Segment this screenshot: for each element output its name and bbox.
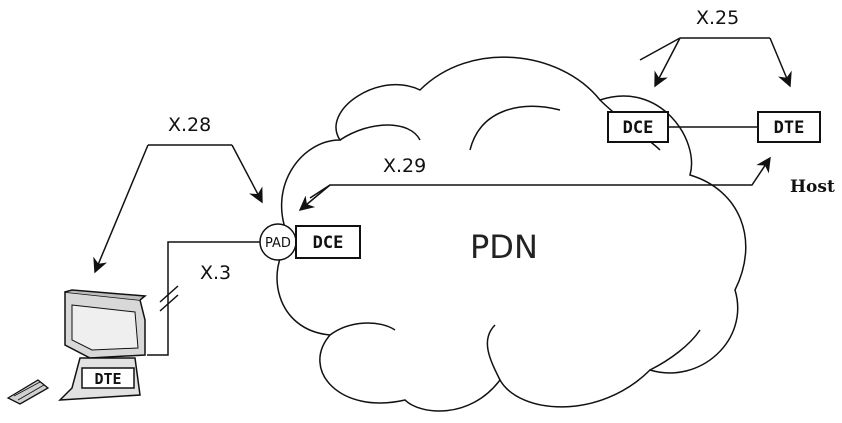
pad-dce-label: DCE — [313, 233, 344, 253]
x28-label: X.28 — [168, 114, 211, 136]
pad-dce-box: DCE — [295, 225, 361, 259]
x3-link — [147, 241, 260, 356]
x28-arrows — [93, 144, 263, 274]
terminal-icon: DTE — [6, 289, 147, 405]
pad-node: PAD — [259, 223, 297, 261]
x29-arrow — [298, 156, 771, 211]
host-dce-label: DCE — [623, 118, 654, 138]
x25-arrows — [639, 37, 792, 88]
x25-label: X.25 — [696, 7, 739, 29]
host-dce-box: DCE — [607, 111, 669, 143]
host-label: Host — [790, 177, 835, 197]
host-dte-box: DTE — [757, 111, 821, 143]
terminal-dte-label: DTE — [94, 370, 121, 388]
pdn-cloud — [276, 56, 747, 412]
pdn-label: PDN — [470, 228, 538, 266]
pad-label: PAD — [265, 236, 291, 251]
host-dte-label: DTE — [774, 118, 805, 138]
x29-label: X.29 — [383, 155, 426, 177]
x3-label: X.3 — [200, 262, 231, 284]
